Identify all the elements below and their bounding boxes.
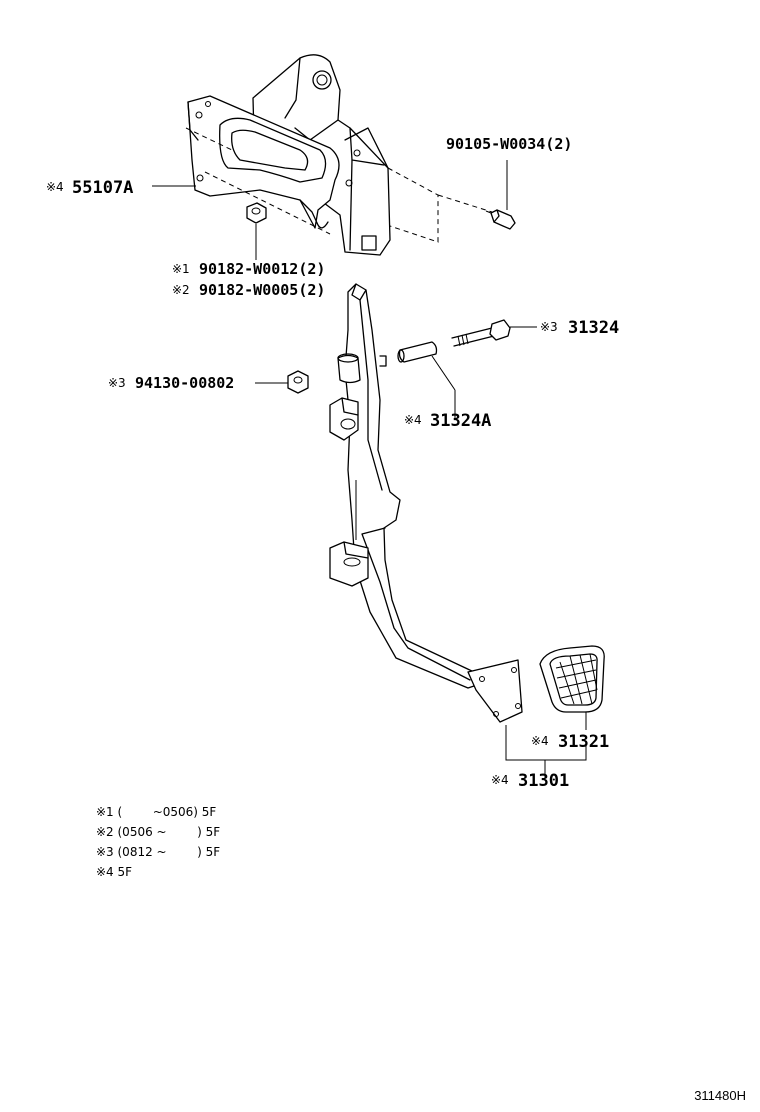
footnote-3: ※3 (0812 ~ ) 5F [96,845,220,859]
bush-31324A [397,341,456,420]
label-31324-mark: ※3 [540,320,558,334]
footnote-4: ※4 5F [96,865,132,879]
label-90105: 90105-W0034(2) [446,135,572,153]
label-94130-part: 94130-00802 [135,374,234,392]
footnote-1: ※1 ( ~0506) 5F [96,805,216,819]
footnote-2: ※2 (0506 ~ ) 5F [96,825,220,839]
label-31324a-mark: ※4 [404,413,422,427]
clutch-pedal-arm [329,283,523,723]
page-number: 311480H [694,1088,746,1103]
nut-90182 [246,202,267,260]
label-31324a-part: 31324A [430,411,491,431]
label-90182-a-part: 90182-W0012(2) [199,260,325,278]
pedal-support-bracket [187,54,391,256]
label-55107a-part: 55107A [72,178,133,198]
label-55107a: ※4 55107A [46,178,133,198]
label-90182-a-mark: ※1 [172,262,190,276]
label-31301-part: 31301 [518,771,569,791]
label-90105-part: 90105-W0034(2) [446,135,572,153]
label-90182-b-part: 90182-W0005(2) [199,281,325,299]
label-31321: ※4 31321 [531,732,609,752]
label-31324: ※3 31324 [540,318,619,338]
label-90182-a: ※1 90182-W0012(2) [172,260,325,278]
label-94130-mark: ※3 [108,376,126,390]
label-31321-mark: ※4 [531,734,549,748]
label-31324a: ※4 31324A [404,411,491,431]
label-31301-mark: ※4 [491,773,509,787]
label-90182-b: ※2 90182-W0005(2) [172,281,325,299]
footnotes: ※1 ( ~0506) 5F ※2 (0506 ~ ) 5F ※3 (0812 … [96,805,220,879]
label-94130: ※3 94130-00802 [108,374,234,392]
bolt-31324 [451,319,537,347]
label-55107a-mark: ※4 [46,180,64,194]
bolt-90105 [485,160,516,230]
label-31321-part: 31321 [558,732,609,752]
label-31324-part: 31324 [568,318,619,338]
label-90182-b-mark: ※2 [172,283,190,297]
label-31301: ※4 31301 [491,771,569,791]
nut-94130 [255,370,309,394]
pedal-pad-31321 [539,645,605,730]
